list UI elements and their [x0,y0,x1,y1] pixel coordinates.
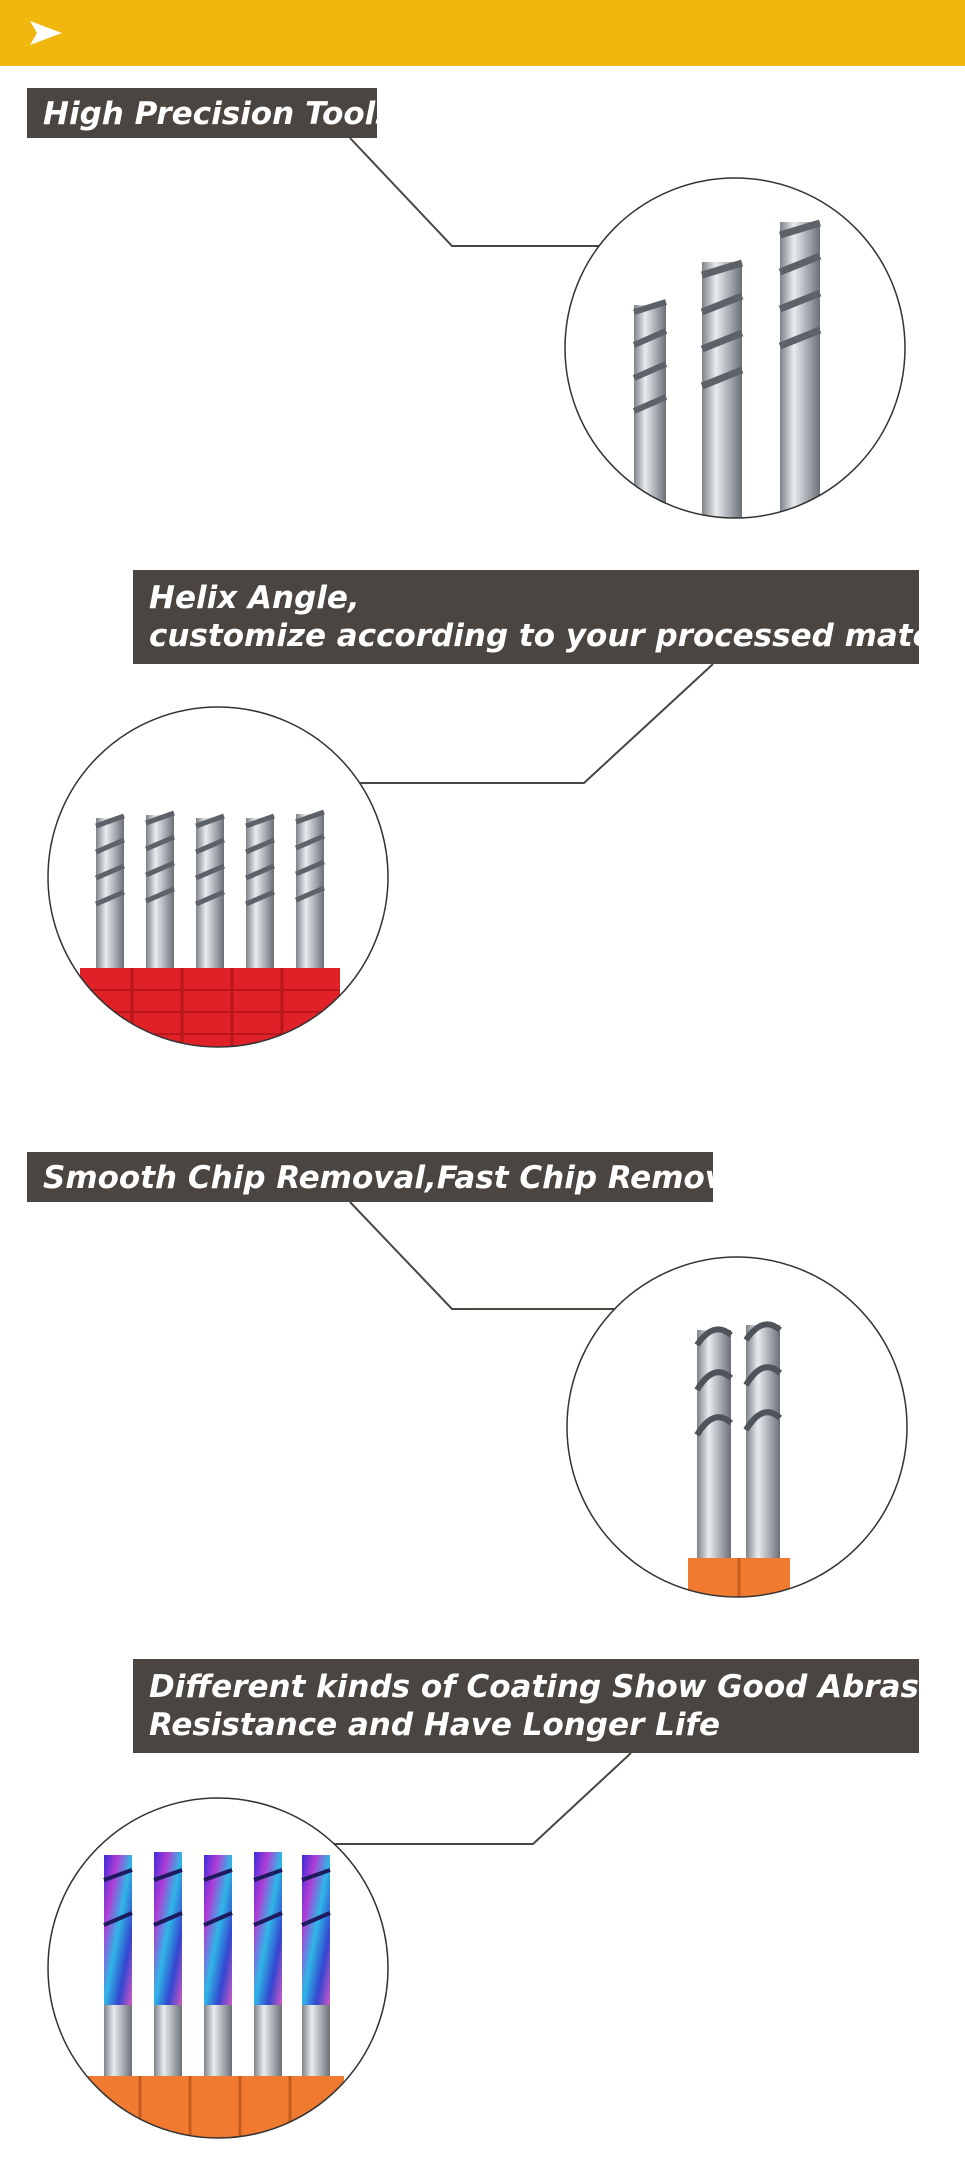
section-4-title: Different kinds of Coating Show Good Abr… [133,1659,965,1753]
tool-image-1 [564,177,906,519]
top-banner [0,0,965,66]
section-2-title: Helix Angle, customize according to your… [133,570,965,664]
section-3-title: Smooth Chip Removal,Fast Chip Removal [27,1152,757,1202]
tool-image-3 [566,1256,908,1598]
play-arrow-icon [30,21,62,45]
section-1-title: High Precision Tools [27,88,394,138]
tool-image-2 [47,706,389,1048]
tool-image-4 [47,1797,389,2139]
